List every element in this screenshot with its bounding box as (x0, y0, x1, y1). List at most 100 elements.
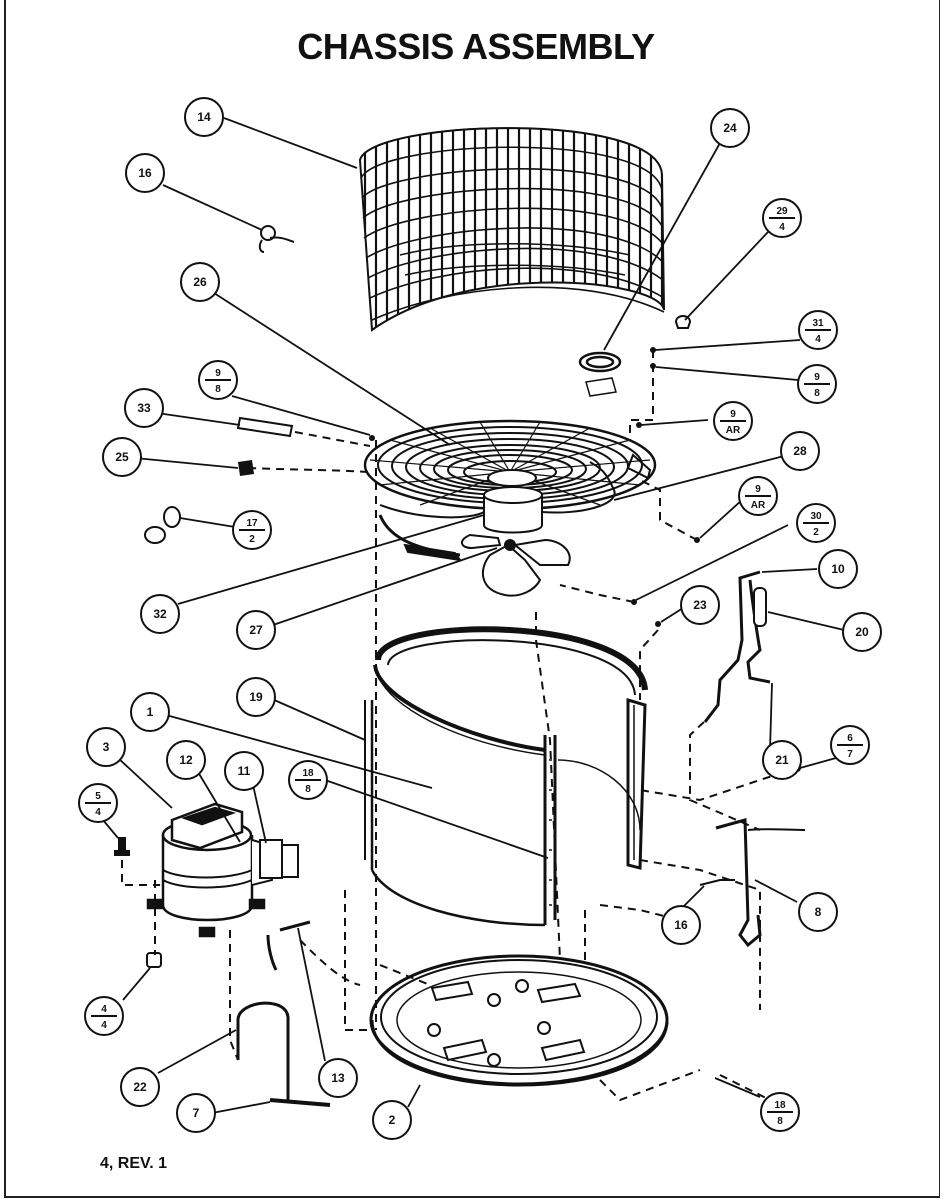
callout-number: 14 (197, 110, 211, 124)
callout-number: 16 (674, 918, 688, 932)
callout-number: 23 (693, 598, 707, 612)
screw-part-5 (114, 837, 130, 856)
callout-c31: 314 (798, 310, 838, 350)
callout-number: 13 (331, 1071, 345, 1085)
callout-c21: 21 (762, 740, 802, 780)
callout-quantity: 8 (215, 384, 221, 395)
callout-circle (236, 677, 276, 717)
grommet-part-24 (578, 351, 622, 397)
cabinet-wrap-part-1 (364, 626, 648, 927)
callout-c13: 13 (318, 1058, 358, 1098)
callout-number: 22 (133, 1080, 147, 1094)
page-border (4, 0, 940, 1198)
callout-c14: 14 (184, 97, 224, 137)
callout-c9ar2: 9AR (738, 476, 778, 516)
callout-number: 9 (730, 409, 736, 420)
callout-quantity: 8 (777, 1116, 783, 1127)
clip-part-25 (238, 460, 254, 476)
tube-assembly-part-20 (703, 570, 771, 723)
callout-quantity: 4 (95, 807, 101, 818)
callout-c17: 172 (232, 510, 272, 550)
callout-c32: 32 (140, 594, 180, 634)
callout-c8: 8 (798, 892, 838, 932)
callout-number: 2 (389, 1113, 396, 1127)
callout-circle (166, 740, 206, 780)
callout-quantity: 4 (101, 1020, 107, 1031)
callout-c9a: 98 (198, 360, 238, 400)
callout-circle (236, 610, 276, 650)
callout-c10: 10 (818, 549, 858, 589)
callout-circle (184, 97, 224, 137)
callout-number: 11 (238, 764, 251, 778)
callout-c6: 67 (830, 725, 870, 765)
grommet-part-4 (146, 952, 162, 968)
callout-circle (102, 437, 142, 477)
callout-circle (140, 594, 180, 634)
callout-number: 4 (101, 1004, 107, 1015)
callout-circle (86, 727, 126, 767)
callout-c19: 19 (236, 677, 276, 717)
leader-lines (102, 117, 845, 1114)
callout-number: 27 (249, 623, 263, 637)
callout-c26: 26 (180, 262, 220, 302)
callout-circle (125, 153, 165, 193)
callout-circle (372, 1100, 412, 1140)
callout-quantity: 8 (814, 388, 820, 399)
callout-c27: 27 (236, 610, 276, 650)
compressor-part-3 (146, 802, 299, 938)
callout-number: 8 (815, 905, 822, 919)
wire-tie-part-16 (258, 225, 295, 253)
callout-number: 21 (775, 753, 789, 767)
callout-c25: 25 (102, 437, 142, 477)
callout-circle (780, 431, 820, 471)
callout-number: 7 (193, 1106, 200, 1120)
callout-c24: 24 (710, 108, 750, 148)
callout-circle (661, 905, 701, 945)
callout-circle (120, 1067, 160, 1107)
callout-circle (130, 692, 170, 732)
callout-quantity: 4 (815, 334, 821, 345)
callout-number: 25 (115, 450, 129, 464)
callout-c16b: 16 (661, 905, 701, 945)
callout-number: 29 (776, 206, 788, 217)
callout-circle (180, 262, 220, 302)
callout-number: 3 (103, 740, 110, 754)
callout-c9b: 98 (797, 364, 837, 404)
callout-number: 6 (847, 733, 853, 744)
callout-number: 26 (193, 275, 207, 289)
callout-c20: 20 (842, 612, 882, 652)
callout-circle (818, 549, 858, 589)
callout-circle (798, 892, 838, 932)
fan-motor-part-28 (378, 461, 616, 562)
callout-number: 17 (246, 518, 258, 529)
callout-c28: 28 (780, 431, 820, 471)
callout-c33: 33 (124, 388, 164, 428)
callout-c4: 44 (84, 996, 124, 1036)
callout-c5: 54 (78, 783, 118, 823)
callout-number: 5 (95, 791, 101, 802)
callout-circle (176, 1093, 216, 1133)
callout-number: 30 (810, 511, 822, 522)
callout-quantity: AR (726, 425, 741, 436)
callout-c18b: 188 (760, 1092, 800, 1132)
callout-circle (842, 612, 882, 652)
wire-grille-part-14 (358, 127, 665, 332)
callout-quantity: 8 (305, 784, 311, 795)
tube-part-13 (266, 920, 311, 971)
callout-c30: 302 (796, 503, 836, 543)
callout-c12: 12 (166, 740, 206, 780)
callout-c7: 7 (176, 1093, 216, 1133)
callout-number: 16 (138, 166, 152, 180)
callout-circle (762, 740, 802, 780)
tube-part-8 (699, 818, 806, 948)
callout-quantity: 4 (779, 222, 785, 233)
callout-quantity: AR (751, 500, 766, 511)
callout-number: 19 (249, 690, 263, 704)
callout-circle (124, 388, 164, 428)
page-title: CHASSIS ASSEMBLY (297, 26, 655, 67)
callout-c1: 1 (130, 692, 170, 732)
callout-c16a: 16 (125, 153, 165, 193)
